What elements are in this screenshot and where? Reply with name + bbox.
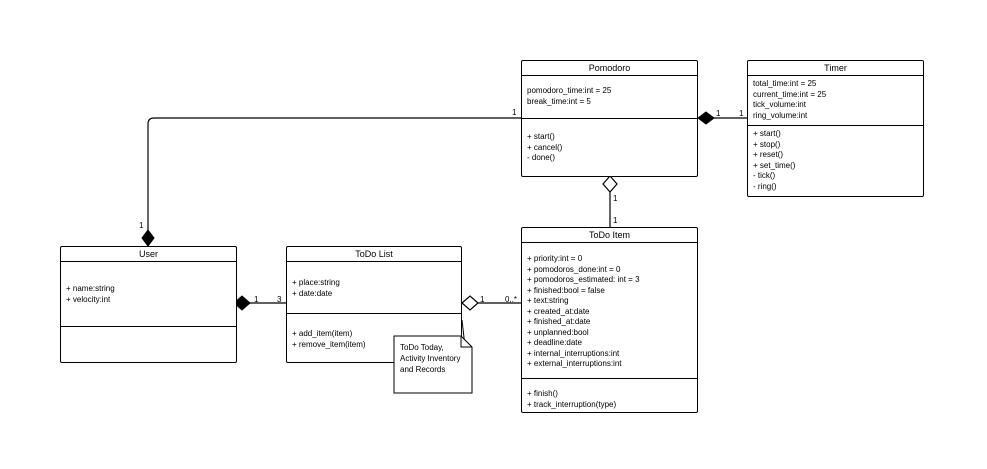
- user-class[interactable]: User + name:string + velocity:int: [60, 246, 237, 363]
- method: + remove_item(item): [292, 339, 366, 349]
- todo-item-class[interactable]: ToDo Item + priority:int = 0 + pomodoros…: [521, 227, 698, 413]
- attribute: + internal_interruptions:int: [527, 348, 620, 358]
- attribute: total_time:int = 25: [753, 79, 817, 88]
- attribute: + date:date: [292, 288, 333, 298]
- user-composition-diamond: [141, 229, 155, 247]
- attribute: pomodoro_time:int = 25: [527, 86, 612, 95]
- method: + start(): [753, 129, 781, 138]
- pomodoro-composition-diamond: [697, 111, 715, 125]
- multiplicity-user-list-list-end: 3: [277, 295, 282, 304]
- class-name: ToDo List: [355, 249, 393, 259]
- divider: [522, 378, 697, 379]
- pomodoro-class[interactable]: Pomodoro pomodoro_time:int = 25 break_ti…: [521, 60, 698, 177]
- attributes: + priority:int = 0 + pomodoros_done:int …: [527, 254, 693, 370]
- divider: [522, 118, 697, 119]
- method: + set_time(): [753, 160, 796, 170]
- methods: + start() + stop() + reset() + set_time(…: [753, 129, 919, 192]
- pomodoro-aggregation-diamond: [602, 175, 618, 193]
- divider: [61, 261, 236, 262]
- note-line: and Records: [400, 365, 446, 374]
- attribute: + pomodoros_estimated: int = 3: [527, 275, 640, 284]
- method: + add_item(item): [292, 329, 353, 338]
- method: - ring(): [753, 181, 777, 191]
- multiplicity-user-list-user-end: 1: [254, 295, 259, 304]
- attributes: total_time:int = 25 current_time:int = 2…: [753, 79, 919, 121]
- attribute: + place:string: [292, 278, 340, 287]
- attribute: + name:string: [66, 284, 115, 293]
- method: + cancel(): [527, 142, 563, 152]
- todo-list-class[interactable]: ToDo List + place:string + date:date + a…: [286, 246, 462, 363]
- class-name: ToDo Item: [588, 230, 630, 240]
- method: + finish(): [527, 389, 558, 398]
- attributes: + name:string + velocity:int: [66, 284, 232, 305]
- user-composition-diamond-2: [233, 295, 251, 311]
- note-line: ToDo Today,: [400, 343, 444, 352]
- timer-class[interactable]: Timer total_time:int = 25 current_time:i…: [747, 60, 924, 197]
- note-line: Activity Inventory: [400, 354, 461, 363]
- method: + stop(): [753, 139, 781, 149]
- class-name: Timer: [824, 63, 847, 73]
- multiplicity-timer-end: 1: [739, 109, 744, 118]
- note[interactable]: ToDo Today, Activity Inventory and Recor…: [393, 335, 473, 394]
- multiplicity-pomodoro-item-pomodoro-end: 1: [613, 194, 618, 203]
- method: - done(): [527, 153, 556, 162]
- attribute: + external_interruptions:int: [527, 359, 622, 368]
- todolist-aggregation-diamond: [461, 295, 479, 311]
- divider: [522, 75, 697, 76]
- attribute: tick_volume:int: [753, 100, 806, 109]
- note-text: ToDo Today, Activity Inventory and Recor…: [400, 342, 460, 375]
- attributes: pomodoro_time:int = 25 break_time:int = …: [527, 86, 693, 107]
- attribute: break_time:int = 5: [527, 96, 591, 106]
- method: + start(): [527, 132, 555, 141]
- methods: + add_item(item) + remove_item(item): [292, 329, 457, 350]
- attribute: + pomodoros_done:int = 0: [527, 264, 621, 274]
- attribute: + deadline:date: [527, 338, 582, 347]
- divider: [522, 242, 697, 243]
- attribute: ring_volume:int: [753, 110, 808, 120]
- attributes: + place:string + date:date: [292, 278, 457, 299]
- multiplicity-pomodoro-user-end: 1: [512, 108, 517, 117]
- multiplicity-pomodoro-item-item-end: 1: [613, 216, 618, 225]
- class-name: Pomodoro: [588, 63, 631, 73]
- attribute: + unplanned:bool: [527, 327, 589, 337]
- divider: [287, 313, 461, 314]
- multiplicity-user-pomodoro-end: 1: [139, 221, 144, 230]
- attribute: + created_at:date: [527, 306, 590, 316]
- method: + track_interruption(type): [527, 399, 617, 409]
- divider: [61, 326, 236, 327]
- attribute: current_time:int = 25: [753, 89, 827, 99]
- divider: [748, 125, 923, 126]
- method: + reset(): [753, 150, 784, 159]
- multiplicity-list-item-list-end: 1: [480, 295, 485, 304]
- divider: [748, 75, 923, 76]
- attribute: + priority:int = 0: [527, 254, 583, 263]
- multiplicity-list-item-item-end: 0..*: [505, 295, 518, 304]
- methods: + finish() + track_interruption(type): [527, 389, 693, 410]
- user-pomodoro-association: [147, 117, 521, 232]
- attribute: + velocity:int: [66, 294, 111, 304]
- attribute: + finished:bool = false: [527, 285, 605, 295]
- method: - tick(): [753, 171, 776, 180]
- note-shape: [393, 335, 473, 394]
- attribute: + text:string: [527, 296, 569, 305]
- attribute: + finished_at:date: [527, 317, 591, 326]
- class-name: User: [138, 249, 158, 259]
- multiplicity-pomodoro-timer-end: 1: [716, 109, 721, 118]
- divider: [287, 261, 461, 262]
- methods: + start() + cancel() - done(): [527, 132, 693, 164]
